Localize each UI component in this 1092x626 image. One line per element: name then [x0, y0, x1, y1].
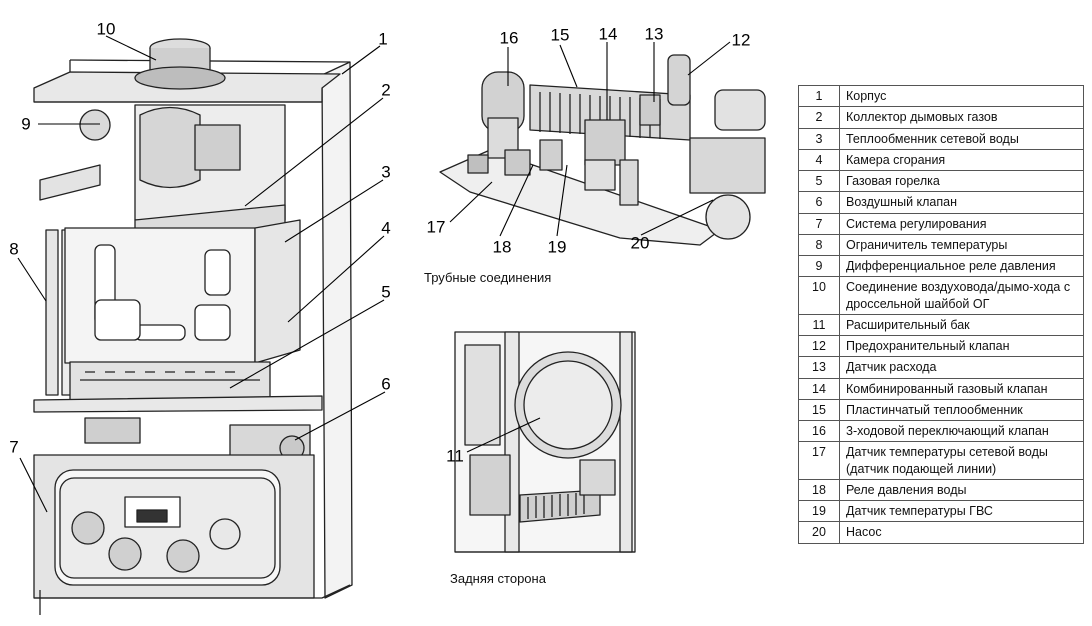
callout-11: 11 [446, 446, 464, 466]
legend-description: Предохранительный клапан [839, 334, 1084, 358]
legend-number: 12 [798, 334, 840, 358]
legend-description: Ограничитель температуры [839, 233, 1084, 257]
legend-number: 5 [798, 169, 840, 193]
legend-description: Дифференциальное реле давления [839, 254, 1084, 278]
callout-2: 2 [381, 80, 391, 100]
caption-back-side: Задняя сторона [450, 571, 546, 586]
legend-number: 14 [798, 377, 840, 400]
legend-number: 2 [798, 106, 840, 129]
callout-20: 20 [630, 233, 650, 253]
legend-description: Коллектор дымовых газов [839, 106, 1084, 129]
callout-10: 10 [96, 19, 116, 39]
legend-number: 18 [798, 478, 840, 502]
callout-13: 13 [644, 24, 664, 44]
legend-number: 15 [798, 398, 840, 422]
legend-description: Корпус [839, 84, 1084, 108]
callout-15: 15 [550, 25, 570, 45]
legend-number: 10 [798, 276, 840, 315]
legend-number: 20 [798, 521, 840, 544]
legend-description: Соединение воздуховода/дымо-хода с дросс… [839, 276, 1084, 315]
legend-number: 4 [798, 148, 840, 172]
legend-description: Газовая горелка [839, 169, 1084, 193]
callout-5: 5 [381, 282, 391, 302]
legend-number: 1 [798, 84, 840, 108]
legend-number: 13 [798, 356, 840, 379]
callout-14: 14 [598, 24, 618, 44]
legend-description: Расширительный бак [839, 313, 1084, 337]
legend-description: Датчик расхода [839, 356, 1084, 379]
legend-description: Насос [839, 521, 1084, 544]
callout-17: 17 [426, 217, 446, 237]
callout-8: 8 [9, 239, 19, 259]
callout-16: 16 [499, 28, 519, 48]
callout-12: 12 [731, 30, 751, 50]
legend-number: 6 [798, 191, 840, 214]
legend-description: Комбинированный газовый клапан [839, 377, 1084, 400]
legend-description: 3-ходовой переключающий клапан [839, 419, 1084, 443]
legend-description: Воздушный клапан [839, 191, 1084, 214]
callout-18: 18 [492, 237, 512, 257]
legend-description: Пластинчатый теплообменник [839, 398, 1084, 422]
legend-number: 16 [798, 419, 840, 443]
callout-1: 1 [378, 29, 388, 49]
legend-number: 3 [798, 127, 840, 150]
callout-9: 9 [21, 114, 31, 134]
legend-number: 17 [798, 441, 840, 480]
pipe-connections-view [439, 54, 766, 246]
legend-description: Камера сгорания [839, 148, 1084, 172]
legend-number: 9 [798, 254, 840, 278]
legend-description: Датчик температуры ГВС [839, 499, 1084, 523]
legend-number: 11 [798, 313, 840, 337]
boiler-main-view [33, 38, 353, 615]
caption-pipe-connections: Трубные соединения [424, 270, 552, 285]
callout-3: 3 [381, 162, 391, 182]
legend-description: Реле давления воды [839, 478, 1084, 502]
callout-7: 7 [9, 437, 19, 457]
callout-6: 6 [381, 374, 391, 394]
callout-19: 19 [547, 237, 567, 257]
back-side-view [454, 331, 636, 553]
legend-description: Система регулирования [839, 212, 1084, 235]
leader-lines [17, 35, 731, 513]
legend-description: Теплообменник сетевой воды [839, 127, 1084, 150]
legend-number: 7 [798, 212, 840, 235]
callout-4: 4 [381, 218, 391, 238]
legend-number: 19 [798, 499, 840, 523]
legend-description: Датчик температуры сетевой воды (датчик … [839, 441, 1084, 480]
legend-number: 8 [798, 233, 840, 257]
